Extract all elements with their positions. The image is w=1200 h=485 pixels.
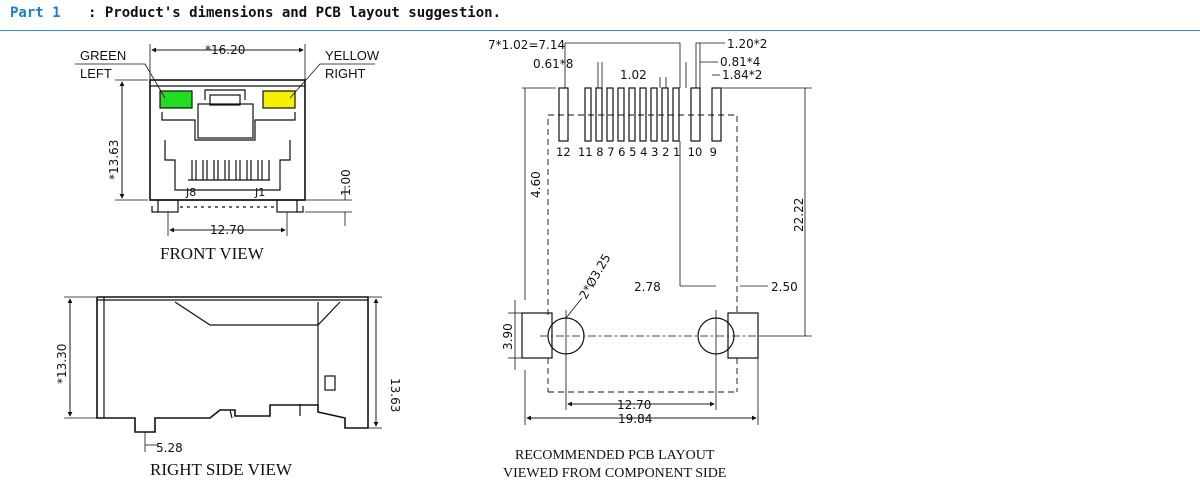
yellow-label: YELLOW xyxy=(325,48,380,63)
page-title: : Product's dimensions and PCB layout su… xyxy=(88,5,502,21)
page-header: Part 1 : Product's dimensions and PCB la… xyxy=(0,0,1200,31)
pin-j1-label: J1 xyxy=(254,186,265,199)
pcb-dim-1984: 19.84 xyxy=(618,412,652,426)
pcb-pad-width-dim: 0.61*8 xyxy=(533,57,573,71)
pcb-caption-1: RECOMMENDED PCB LAYOUT xyxy=(515,448,715,463)
front-width-dim: *16.20 xyxy=(205,43,245,57)
green-label: GREEN xyxy=(80,48,126,63)
front-view-labels: GREEN LEFT YELLOW RIGHT *16.20 *13.63 12… xyxy=(80,43,380,263)
pcb-outline xyxy=(547,114,738,315)
part-number: Part 1 xyxy=(10,5,61,21)
pcb-labels: 7*1.02=7.14 0.61*8 1.02 1.20*2 0.81*4 1.… xyxy=(488,37,806,481)
pcb-dim-2222: 22.22 xyxy=(792,198,806,232)
pcb-pin-numbers: 12 11 8 7 6 5 4 3 2 1 10 9 xyxy=(556,145,717,159)
front-view-caption: FRONT VIEW xyxy=(160,244,265,263)
side-left-height-dim: *13.30 xyxy=(55,344,69,384)
pcb-dim-a: 1.20*2 xyxy=(727,37,767,51)
front-pitch-dim: 12.70 xyxy=(210,223,244,237)
pcb-caption-2: VIEWED FROM COMPONENT SIDE xyxy=(503,466,726,481)
right-label: RIGHT xyxy=(325,66,366,81)
front-standoff-dim: 1.00 xyxy=(339,169,353,196)
front-height-dim: *13.63 xyxy=(107,140,121,180)
pcb-dim-460: 4.60 xyxy=(529,171,543,198)
side-right-height-dim: 13.63 xyxy=(388,378,402,412)
yellow-led xyxy=(262,90,296,109)
left-label: LEFT xyxy=(80,66,112,81)
contact-fingers xyxy=(188,160,270,181)
pcb-dim-c: 1.84*2 xyxy=(722,68,762,82)
pcb-dim-1270: 12.70 xyxy=(617,398,651,412)
pcb-dim-b: 0.81*4 xyxy=(720,55,760,69)
pcb-dim-390: 3.90 xyxy=(501,323,515,350)
pin-j8-label: J8 xyxy=(185,186,196,199)
pcb-pitch-dim: 1.02 xyxy=(620,68,647,82)
side-bottom-dim: 5.28 xyxy=(156,441,183,455)
side-view-labels: *13.30 13.63 5.28 RIGHT SIDE VIEW xyxy=(55,344,402,479)
side-view-caption: RIGHT SIDE VIEW xyxy=(150,460,293,479)
pcb-pads xyxy=(558,87,722,142)
side-body-outline xyxy=(96,296,369,433)
pcb-total-pitch-dim: 7*1.02=7.14 xyxy=(488,38,565,52)
pcb-dim-278: 2.78 xyxy=(634,280,661,294)
pcb-hole-dim: 2*Ø3.25 xyxy=(576,251,613,301)
pcb-dim-250: 2.50 xyxy=(771,280,798,294)
green-led xyxy=(159,90,193,109)
side-view xyxy=(64,296,382,452)
front-view xyxy=(75,44,375,236)
pcb-layout xyxy=(508,42,812,425)
